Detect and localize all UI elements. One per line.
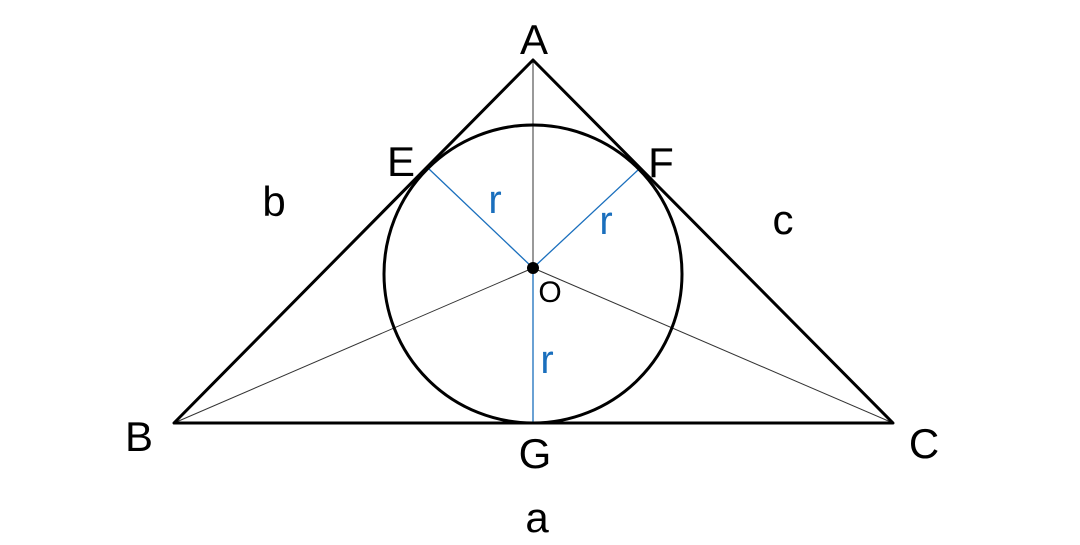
segment-o-b <box>173 267 534 424</box>
side-b-label: b <box>262 178 285 225</box>
triangle-abc <box>172 58 895 425</box>
radius-label-of: r <box>599 199 612 243</box>
vertex-a-label: A <box>520 16 548 63</box>
incenter-point <box>527 262 539 274</box>
center-o-label: O <box>538 276 561 309</box>
radius-o-e <box>428 168 534 269</box>
tangent-e-label: E <box>387 138 415 185</box>
radius-o-f <box>532 169 639 269</box>
tangent-g-label: G <box>519 430 552 477</box>
radius-label-oe: r <box>488 178 501 222</box>
tangent-f-label: F <box>648 139 674 186</box>
vertex-c-label: C <box>909 420 939 467</box>
radius-label-og: r <box>540 338 553 382</box>
side-a-label: a <box>525 494 549 541</box>
vertex-b-label: B <box>125 413 153 460</box>
side-c-label: c <box>773 196 794 243</box>
segment-o-c <box>532 267 894 424</box>
